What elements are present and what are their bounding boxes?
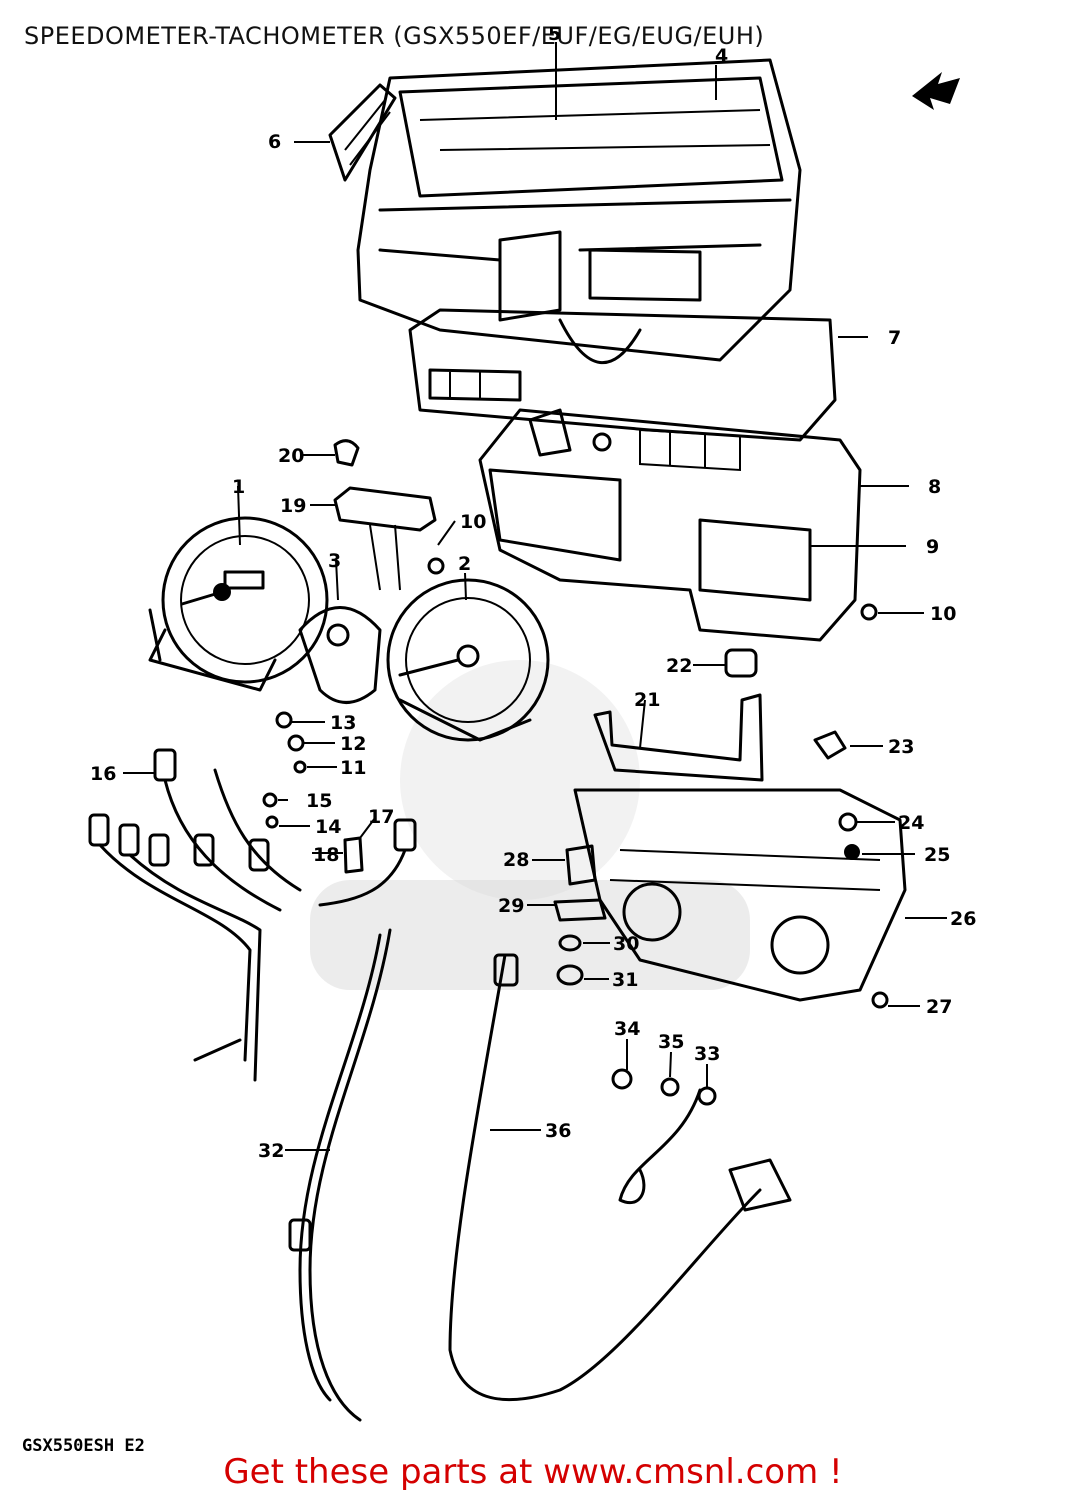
speedometer-cable — [288, 928, 392, 1422]
callout-12: 12 — [340, 733, 366, 755]
callout-10a: 10 — [460, 511, 486, 533]
callout-11: 11 — [340, 757, 366, 779]
cable-clip — [618, 1086, 717, 1205]
connector-block — [333, 486, 437, 591]
bracket — [593, 693, 764, 782]
screw — [611, 1068, 680, 1097]
meter-lower-panel — [408, 308, 837, 442]
callout-7: 7 — [888, 327, 901, 349]
wiring-harness — [88, 748, 417, 1082]
callout-15: 15 — [306, 790, 332, 812]
indicator-lens — [328, 83, 397, 182]
callout-2: 2 — [458, 553, 471, 575]
callout-4: 4 — [715, 45, 728, 67]
small-hardware — [262, 557, 878, 829]
callout-22: 22 — [666, 655, 692, 677]
callout-36: 36 — [545, 1120, 571, 1142]
bulb-socket — [343, 836, 364, 874]
callout-29: 29 — [498, 895, 524, 917]
callout-labels: 1 2 3 4 5 6 7 8 9 10 10 11 12 13 14 15 1… — [90, 23, 976, 1162]
page-title: SPEEDOMETER-TACHOMETER (GSX550EF/EUF/EG/… — [24, 22, 765, 50]
callout-26: 26 — [950, 908, 976, 930]
leader-lines — [123, 42, 947, 1151]
callout-16: 16 — [90, 763, 116, 785]
callout-28: 28 — [503, 849, 529, 871]
callout-30: 30 — [613, 933, 639, 955]
tachometer — [386, 578, 550, 742]
callout-21: 21 — [634, 689, 660, 711]
callout-17: 17 — [368, 806, 394, 828]
callout-13: 13 — [330, 712, 356, 734]
grommet — [724, 648, 847, 760]
callout-5: 5 — [548, 23, 561, 45]
callout-32: 32 — [258, 1140, 284, 1162]
callout-24: 24 — [898, 812, 924, 834]
damper-stack — [553, 844, 607, 986]
callout-35: 35 — [658, 1031, 684, 1053]
sub-gauge — [298, 606, 382, 704]
speedometer — [148, 516, 329, 692]
cover-hardware — [838, 812, 889, 1009]
callout-34: 34 — [614, 1018, 640, 1040]
watermark-logo — [310, 660, 750, 990]
tachometer-cable — [448, 953, 792, 1402]
direction-arrow-icon — [912, 72, 960, 110]
callout-23: 23 — [888, 736, 914, 758]
promo-banner[interactable]: Get these parts at www.cmsnl.com ! — [223, 1452, 843, 1492]
model-code-label: GSX550ESH E2 — [22, 1436, 145, 1456]
meter-case-cover — [356, 58, 802, 362]
lower-cover — [573, 788, 907, 1002]
callout-27: 27 — [926, 996, 952, 1018]
callout-8: 8 — [928, 476, 941, 498]
callout-3: 3 — [328, 550, 341, 572]
meter-housing — [478, 408, 862, 642]
clip — [333, 439, 360, 467]
callout-6: 6 — [268, 131, 281, 153]
callout-33: 33 — [694, 1043, 720, 1065]
callout-25: 25 — [924, 844, 950, 866]
callout-31: 31 — [612, 969, 638, 991]
callout-20: 20 — [278, 445, 304, 467]
callout-18: 18 — [313, 844, 339, 866]
callout-1: 1 — [232, 476, 245, 498]
callout-19: 19 — [280, 495, 306, 517]
callout-14: 14 — [315, 816, 341, 838]
callout-10b: 10 — [930, 603, 956, 625]
callout-9: 9 — [926, 536, 939, 558]
